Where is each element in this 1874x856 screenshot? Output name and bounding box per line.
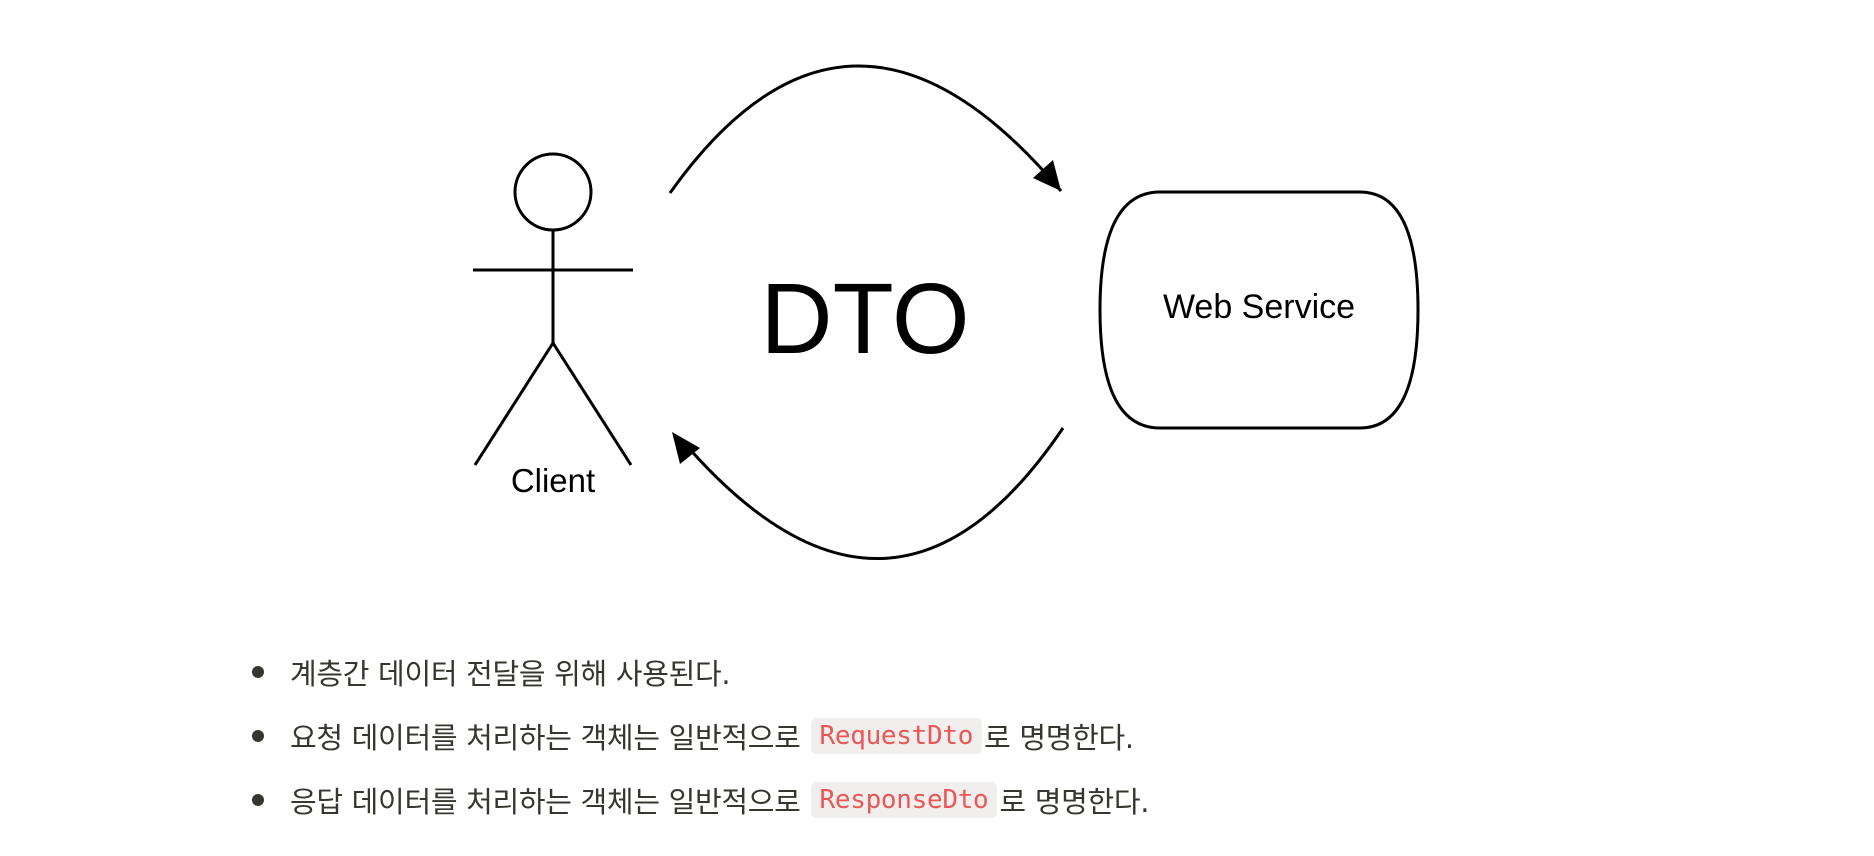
- dto-diagram: Client DTO Web Service: [473, 64, 1420, 560]
- bullet-dot-icon: [252, 666, 264, 678]
- list-item-text: 응답 데이터를 처리하는 객체는 일반적으로: [290, 785, 801, 819]
- web-service-box: [1098, 190, 1420, 430]
- response-arrow: [678, 427, 1065, 560]
- bullet-list: 계층간 데이터 전달을 위해 사용된다. 요청 데이터를 처리하는 객체는 일반…: [252, 640, 1149, 832]
- list-item-text: 요청 데이터를 처리하는 객체는 일반적으로: [290, 721, 801, 755]
- dto-label: DTO: [760, 263, 969, 375]
- request-arrow: [668, 64, 1063, 194]
- list-item: 요청 데이터를 처리하는 객체는 일반적으로 RequestDto 로 명명한다…: [252, 704, 1149, 768]
- inline-code: ResponseDto: [810, 782, 998, 818]
- bullet-dot-icon: [252, 730, 264, 742]
- response-arrowhead-icon: [672, 432, 700, 464]
- list-item-text: 계층간 데이터 전달을 위해 사용된다.: [290, 657, 731, 691]
- client-left-leg: [473, 342, 555, 466]
- web-service-label: Web Service: [1163, 288, 1355, 326]
- list-item-suffix: 로 명명한다.: [984, 721, 1134, 755]
- client-figure-icon: [473, 152, 633, 466]
- inline-code: RequestDto: [810, 718, 983, 754]
- list-item: 응답 데이터를 처리하는 객체는 일반적으로 ResponseDto 로 명명한…: [252, 768, 1149, 832]
- client-label: Client: [511, 462, 595, 499]
- client-right-leg: [551, 342, 633, 466]
- request-arrowhead-icon: [1033, 160, 1061, 191]
- client-head: [513, 152, 593, 232]
- list-item: 계층간 데이터 전달을 위해 사용된다.: [252, 640, 1149, 704]
- list-item-suffix: 로 명명한다.: [999, 785, 1150, 819]
- bullet-dot-icon: [252, 794, 264, 806]
